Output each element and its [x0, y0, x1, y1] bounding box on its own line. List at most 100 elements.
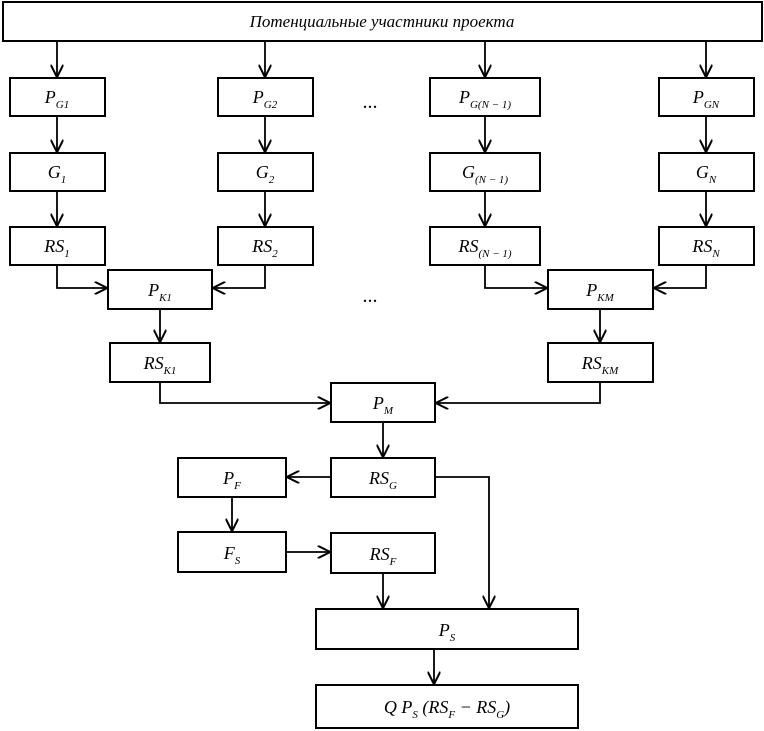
node-rsk1-main: RS — [143, 353, 164, 373]
node-rsf-main: RS — [369, 544, 390, 564]
svg-text:PF: PF — [222, 468, 241, 492]
svg-text:PK1: PK1 — [147, 280, 172, 304]
node-rsn-main: RS — [691, 236, 712, 256]
svg-text:RSK1: RSK1 — [143, 353, 177, 377]
node-rskm: RSKM — [547, 342, 654, 383]
node-rsf-sub: F — [389, 556, 397, 568]
arrow-rsk1-pm — [159, 382, 329, 403]
svg-text:RSN: RSN — [691, 236, 720, 260]
svg-text:PG2: PG2 — [252, 87, 278, 111]
svg-text:FS: FS — [223, 543, 241, 567]
result-q: Q — [384, 697, 397, 717]
arrow-rs1-pk1 — [56, 265, 106, 288]
arrow-rs2-pk1 — [214, 265, 266, 288]
node-pgn1-sub: G(N − 1) — [470, 99, 511, 111]
result-open: ( — [418, 697, 430, 718]
svg-text:PKM: PKM — [585, 280, 614, 304]
arrow-rsg-ps — [435, 476, 489, 607]
connectors — [57, 41, 706, 683]
svg-text:PG1: PG1 — [44, 87, 69, 111]
node-rsk1: RSK1 — [109, 342, 211, 383]
node-result: Q PS (RSF − RSG) — [315, 684, 579, 729]
node-pk1: PK1 — [107, 269, 213, 310]
result-formula: Q PS (RSF − RSG) — [384, 697, 510, 721]
svg-text:PM: PM — [372, 393, 394, 417]
svg-text:RS1: RS1 — [43, 236, 70, 260]
node-rs2-main: RS — [251, 236, 272, 256]
node-rsn: RSN — [658, 226, 755, 266]
svg-text:RSF: RSF — [369, 544, 397, 568]
node-rsn-sub: N — [711, 248, 720, 260]
node-pg2: PG2 — [217, 77, 314, 117]
svg-text:RSG: RSG — [368, 468, 397, 492]
svg-text:PS: PS — [438, 620, 456, 644]
node-pk1-sub: K1 — [158, 292, 172, 304]
arrow-rsn-pkm — [655, 265, 707, 288]
node-rs1: RS1 — [9, 226, 106, 266]
svg-text:G1: G1 — [48, 162, 67, 186]
result-close: ) — [503, 697, 510, 718]
result-rs2-sub: G — [496, 709, 504, 721]
svg-text:G(N − 1): G(N − 1) — [462, 162, 508, 186]
ellipsis-middle: ... — [363, 285, 378, 307]
node-rsn1: RS(N − 1) — [429, 226, 541, 266]
node-pg1: PG1 — [9, 77, 106, 117]
node-ps: PS — [315, 608, 579, 650]
node-pm-sub: M — [383, 405, 394, 417]
svg-text:PGN: PGN — [692, 87, 720, 111]
svg-text:RSKM: RSKM — [581, 353, 619, 377]
node-pkm-main: P — [585, 280, 597, 300]
node-ps-sub: S — [450, 632, 456, 644]
node-pg2-sub: G2 — [264, 99, 278, 111]
node-g2-sub: 2 — [269, 174, 275, 186]
result-rs1: RS — [427, 697, 448, 717]
node-gn1-sub: (N − 1) — [475, 174, 508, 186]
node-pgn-sub: GN — [704, 99, 720, 111]
result-rs2: RS — [475, 697, 496, 717]
node-gn: GN — [658, 152, 755, 192]
node-g2-main: G — [256, 162, 269, 182]
svg-text:RS(N − 1): RS(N − 1) — [457, 236, 511, 260]
node-gn-sub: N — [708, 174, 717, 186]
node-rsn1-main: RS — [457, 236, 478, 256]
node-g1-sub: 1 — [61, 174, 67, 186]
svg-text:RS2: RS2 — [251, 236, 278, 260]
node-pg1-main: P — [44, 87, 56, 107]
header-title: Потенциальные участники проекта — [249, 12, 515, 31]
node-rsn1-sub: (N − 1) — [478, 248, 511, 260]
result-p-sub: S — [412, 709, 418, 721]
result-rs1-sub: F — [447, 709, 455, 721]
node-rsk1-sub: K1 — [163, 365, 177, 377]
node-fs: FS — [177, 531, 287, 573]
node-gn-main: G — [696, 162, 709, 182]
node-rsg: RSG — [330, 457, 436, 498]
result-p: P — [400, 697, 412, 717]
node-g1: G1 — [9, 152, 106, 192]
node-fs-main: F — [223, 543, 236, 563]
node-pk1-main: P — [147, 280, 159, 300]
node-ps-main: P — [438, 620, 450, 640]
node-pf: PF — [177, 457, 287, 498]
node-pkm: PKM — [547, 269, 654, 310]
node-g1-main: G — [48, 162, 61, 182]
arrow-rskm-pm — [437, 382, 601, 403]
node-rsf: RSF — [330, 532, 436, 574]
node-pkm-sub: KM — [596, 292, 614, 304]
node-pg2-main: P — [252, 87, 264, 107]
node-rskm-sub: KM — [601, 365, 619, 377]
participants-header: Потенциальные участники проекта — [2, 1, 763, 42]
node-gn1-main: G — [462, 162, 475, 182]
node-g2: G2 — [217, 152, 314, 192]
node-pgn1-main: P — [458, 87, 470, 107]
svg-text:PG(N − 1): PG(N − 1) — [458, 87, 511, 111]
node-pgn1: PG(N − 1) — [429, 77, 541, 117]
node-rs1-sub: 1 — [64, 248, 70, 260]
node-gn1: G(N − 1) — [429, 152, 541, 192]
node-rskm-main: RS — [581, 353, 602, 373]
node-pgn: PGN — [658, 77, 755, 117]
result-minus: − — [455, 697, 476, 717]
node-pf-main: P — [222, 468, 234, 488]
node-pg1-sub: G1 — [56, 99, 69, 111]
node-rsg-sub: G — [389, 480, 397, 492]
